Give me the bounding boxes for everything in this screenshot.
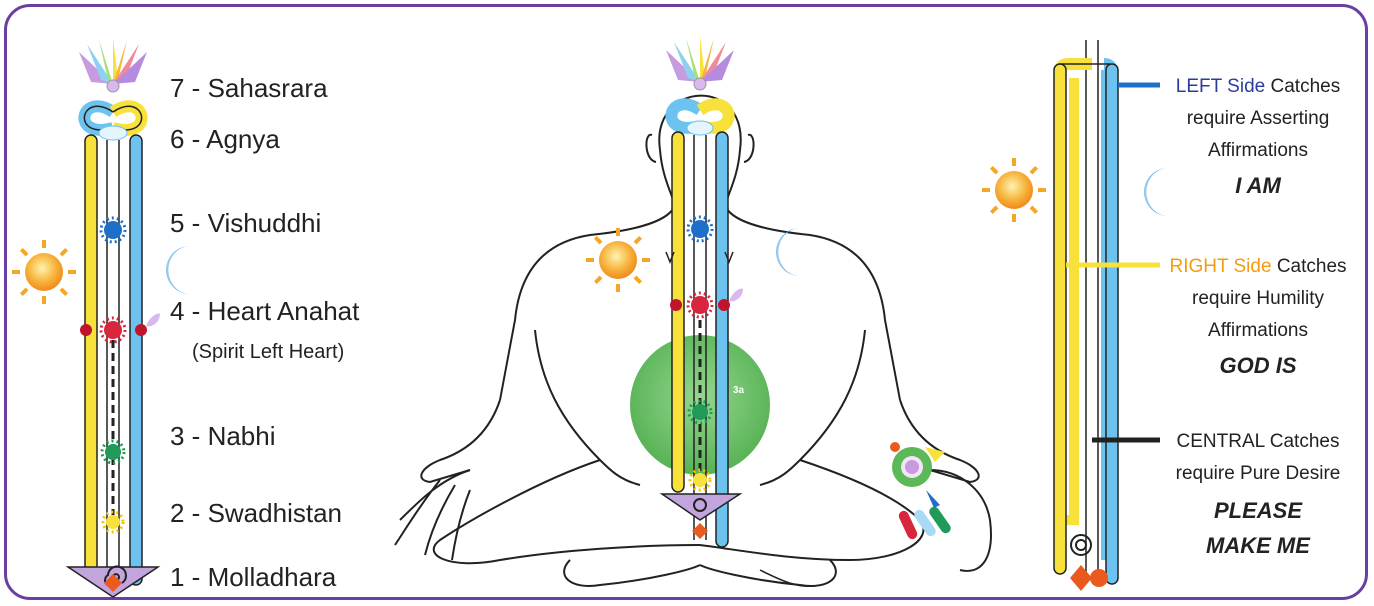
chakra-labels: 7 - Sahasrara 6 - Agnya 5 - Vishuddhi 4 … — [170, 73, 360, 592]
figure-sun-icon — [586, 228, 650, 292]
central-affirmation-2: MAKE ME — [1206, 533, 1311, 558]
right-coil-icon — [1071, 535, 1091, 555]
left-side-line1: LEFT Side Catches — [1176, 76, 1340, 97]
chakra-label-7: 7 - Sahasrara — [170, 73, 328, 103]
right-side-affirmation: GOD IS — [1219, 353, 1296, 378]
chakra-label-5: 5 - Vishuddhi — [170, 208, 321, 238]
sahasrara-point-icon — [107, 80, 119, 92]
right-side-line1: RIGHT Side Catches — [1169, 256, 1346, 277]
figure-heart-icon — [688, 293, 712, 317]
central-line1: CENTRAL Catches — [1177, 431, 1340, 452]
left-channel-diagram — [12, 38, 190, 597]
left-side-line2: require Asserting — [1187, 108, 1330, 129]
right-side-line2: require Humility — [1192, 288, 1324, 309]
vishuddhi-icon — [101, 218, 125, 242]
figure-vishuddhi-icon — [688, 217, 712, 241]
chakra-label-3: 3 - Nabhi — [170, 421, 276, 451]
figure-moon-icon — [776, 228, 800, 276]
right-heart-dot-icon — [80, 324, 92, 336]
nabhi-tag: 3a — [733, 385, 745, 396]
sahasrara-lotus-icon — [79, 38, 147, 84]
agnya-icon — [99, 126, 127, 140]
figure-lotus-icon — [666, 36, 734, 82]
left-heart-dot-icon — [135, 324, 147, 336]
meditating-figure: 3a — [395, 36, 991, 586]
chakra-label-1: 1 - Molladhara — [170, 562, 337, 592]
right-side-line3: Affirmations — [1208, 320, 1308, 341]
heart-note: (Spirit Left Heart) — [192, 341, 344, 363]
right-panel-sun-icon — [982, 158, 1046, 222]
right-root-icon — [1070, 565, 1092, 591]
spirit-flame-icon — [146, 314, 160, 327]
moon-icon — [166, 246, 190, 294]
nabhi-icon — [102, 441, 124, 463]
affirmation-channel-diagram — [982, 40, 1168, 591]
central-affirmation-1: PLEASE — [1214, 498, 1303, 523]
chakra-label-2: 2 - Swadhistan — [170, 498, 342, 528]
left-side-affirmation: I AM — [1235, 173, 1281, 198]
chakra-label-6: 6 - Agnya — [170, 124, 280, 154]
central-line2: require Pure Desire — [1176, 463, 1341, 484]
sun-icon — [12, 240, 76, 304]
chakra-label-4: 4 - Heart Anahat — [170, 296, 360, 326]
left-side-line3: Affirmations — [1208, 140, 1308, 161]
swadhistan-icon — [103, 512, 123, 532]
affirmation-texts: LEFT Side Catches require Asserting Affi… — [1169, 76, 1346, 558]
heart-anahat-icon — [101, 318, 125, 342]
right-panel-moon-icon — [1144, 168, 1168, 216]
